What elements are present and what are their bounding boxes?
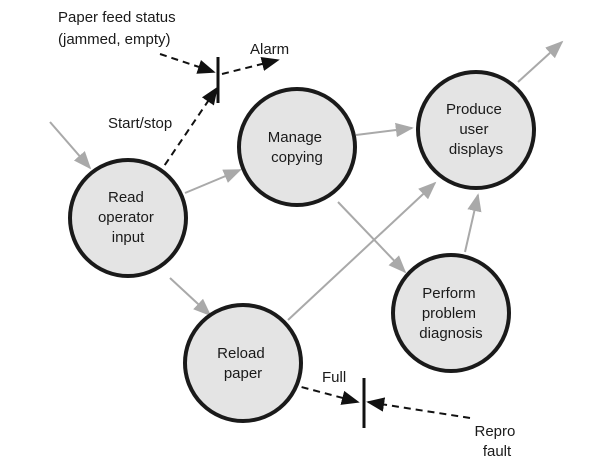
flow-produce-displays-to-external [517, 40, 564, 83]
node-label-line: copying [271, 149, 323, 166]
process-perform-problem-diagnosis[interactable]: Perform problem diagnosis [391, 253, 511, 373]
process-read-operator-input[interactable]: Read operator input [68, 158, 188, 278]
node-label-line: Reload [217, 345, 265, 362]
node-label-line: Read [108, 189, 144, 206]
ctrl-reload-paper-full-to-bar [289, 383, 360, 405]
node-label-line: Manage [268, 129, 322, 146]
flow-read-input-to-reload-paper [169, 277, 212, 317]
node-label-line: user [459, 121, 488, 138]
node-label-line: Perform [422, 285, 475, 302]
label-line: fault [483, 443, 512, 460]
svg-text:Read operator inpu: Read operator input [98, 189, 158, 246]
flow-manage-copying-to-perform-diagnosis [337, 201, 407, 274]
ctrl-bar-to-alarm [221, 56, 280, 75]
process-produce-user-displays[interactable]: Produce user displays [416, 70, 536, 190]
flow-perform-diagnosis-to-produce-displays [464, 193, 482, 253]
svg-text:Produce user displ: Produce user displays [446, 101, 506, 158]
ctrl-repro-fault-to-bar [366, 397, 471, 419]
label-full: Full [322, 369, 346, 386]
flow-manage-copying-to-produce-displays [355, 122, 414, 138]
node-label-line: diagnosis [419, 325, 482, 342]
control-flows [157, 53, 471, 419]
flow-reload-paper-to-produce-displays [287, 181, 437, 321]
process-reload-paper[interactable]: Reload paper [183, 303, 303, 423]
svg-text:Reload paper: Reload paper [217, 345, 269, 382]
node-label-line: problem [422, 305, 476, 322]
label-repro-fault: Repro fault [474, 423, 519, 460]
svg-text:Perform problem di: Perform problem diagnosis [419, 285, 482, 342]
label-start-stop: Start/stop [108, 115, 172, 132]
process-manage-copying[interactable]: Manage copying [237, 87, 357, 207]
label-line: Paper feed status [58, 9, 176, 26]
label-line: (jammed, empty) [58, 31, 171, 48]
ctrl-read-input-start-stop-to-bar [157, 86, 219, 176]
node-label-line: displays [449, 141, 503, 158]
flow-read-input-to-manage-copying [184, 169, 242, 194]
data-flows [49, 40, 564, 321]
label-paper-feed-status: Paper feed status (jammed, empty) [58, 9, 180, 48]
flow-external-to-read-input [49, 121, 92, 170]
node-label-line: operator [98, 209, 154, 226]
svg-text:Manage copying: Manage copying [268, 129, 326, 166]
label-alarm: Alarm [250, 41, 289, 58]
node-label-line: input [112, 229, 145, 246]
ctrl-paper-feed-status-to-bar [159, 53, 216, 74]
node-label-line: paper [224, 365, 262, 382]
node-label-line: Produce [446, 101, 502, 118]
label-line: Repro [474, 423, 515, 440]
